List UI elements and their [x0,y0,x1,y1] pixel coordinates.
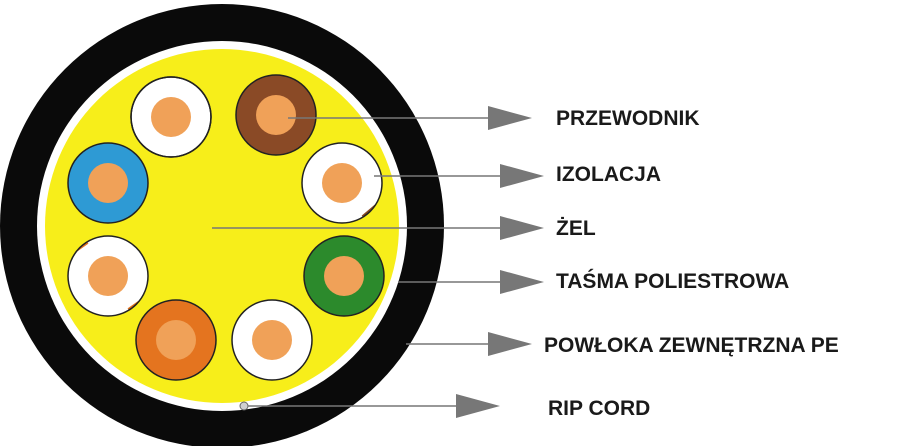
leader-ripcord [248,394,500,418]
conductor [88,256,128,296]
wire-orange [135,299,217,381]
leader-tape [398,270,544,294]
label-gel: ŻEL [556,217,596,240]
conductor [256,95,296,135]
gel-filling [45,49,399,403]
leader-gel [212,216,544,240]
wire-brown [235,74,317,156]
conductor [324,256,364,296]
wire-blue [67,142,149,224]
label-conductor: PRZEWODNIK [556,107,700,130]
conductor [252,320,292,360]
conductor [88,163,128,203]
conductor [322,163,362,203]
label-tape: TAŚMA POLIESTROWA [556,269,789,293]
label-sheath: POWŁOKA ZEWNĘTRZNA PE [544,334,839,357]
conductor [151,97,191,137]
label-ripcord: RIP CORD [548,397,650,420]
leader-sheath [406,332,532,356]
leader-conductor [288,106,532,130]
rip-cord [239,401,249,411]
label-insulation: IZOLACJA [556,163,661,186]
conductor [156,320,196,360]
wire-white-blue [130,76,212,158]
wire-green [303,235,385,317]
leader-insulation [374,164,544,188]
